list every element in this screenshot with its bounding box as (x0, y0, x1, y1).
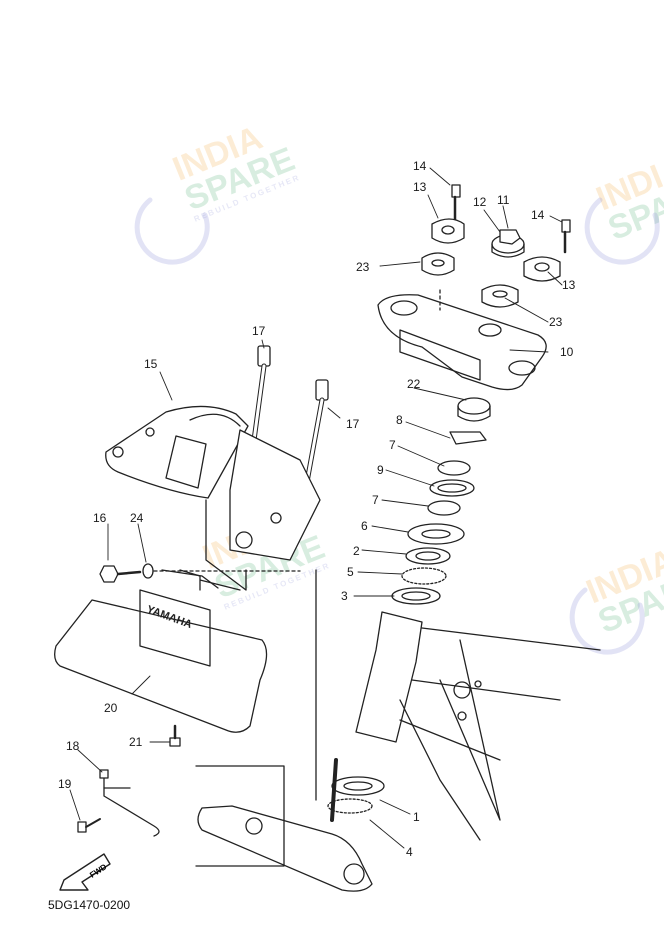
headlight-bracket-right (205, 429, 321, 591)
callout-11: 11 (497, 193, 510, 207)
callout-3: 3 (341, 589, 348, 603)
headlight-stay (105, 405, 249, 499)
callout-17: 17 (252, 324, 266, 338)
watermark-wrench-icon (134, 197, 660, 655)
catalog-code: 5DG1470-0200 (48, 898, 131, 912)
callout-14: 14 (531, 208, 545, 222)
screw (77, 818, 101, 833)
upper-bracket (377, 294, 547, 391)
callout-8: 8 (396, 413, 403, 427)
callout-19: 19 (58, 777, 72, 791)
frame-head-pipe (355, 611, 601, 841)
callout-16: 16 (93, 511, 107, 525)
callout-9: 9 (377, 463, 384, 477)
callout-12: 12 (473, 195, 487, 209)
assembly-line (195, 765, 285, 867)
callout-23: 23 (356, 260, 370, 274)
callout-22: 22 (407, 377, 421, 391)
emblem-plate (54, 569, 268, 733)
callout-13: 13 (562, 278, 576, 292)
forward-arrow-icon (59, 853, 111, 891)
callout-21: 21 (129, 735, 143, 749)
callout-24: 24 (130, 511, 144, 525)
callout-17: 17 (346, 417, 360, 431)
bolt (99, 565, 142, 583)
steering-stem-nut (491, 229, 525, 258)
washer (142, 563, 154, 579)
hose-guide (99, 769, 160, 837)
callout-2: 2 (353, 544, 360, 558)
callout-7: 7 (389, 438, 396, 452)
callout-14: 14 (413, 159, 427, 173)
steering-bearing-stack (391, 397, 491, 605)
callout-7: 7 (372, 493, 379, 507)
callout-4: 4 (406, 845, 413, 859)
callout-23: 23 (549, 315, 563, 329)
callout-10: 10 (560, 345, 574, 359)
handlebar-holder-right (481, 219, 571, 308)
leader-lines (69, 167, 563, 849)
callout-5: 5 (347, 565, 354, 579)
callout-20: 20 (104, 701, 118, 715)
callout-1: 1 (413, 810, 420, 824)
lower-bearing (327, 776, 385, 814)
callout-13: 13 (413, 180, 427, 194)
lower-bracket (197, 758, 373, 892)
handlebar-holder-left (421, 184, 465, 276)
bolt-21 (169, 724, 181, 747)
callout-18: 18 (66, 739, 80, 753)
callout-15: 15 (144, 357, 158, 371)
callout-6: 6 (361, 519, 368, 533)
